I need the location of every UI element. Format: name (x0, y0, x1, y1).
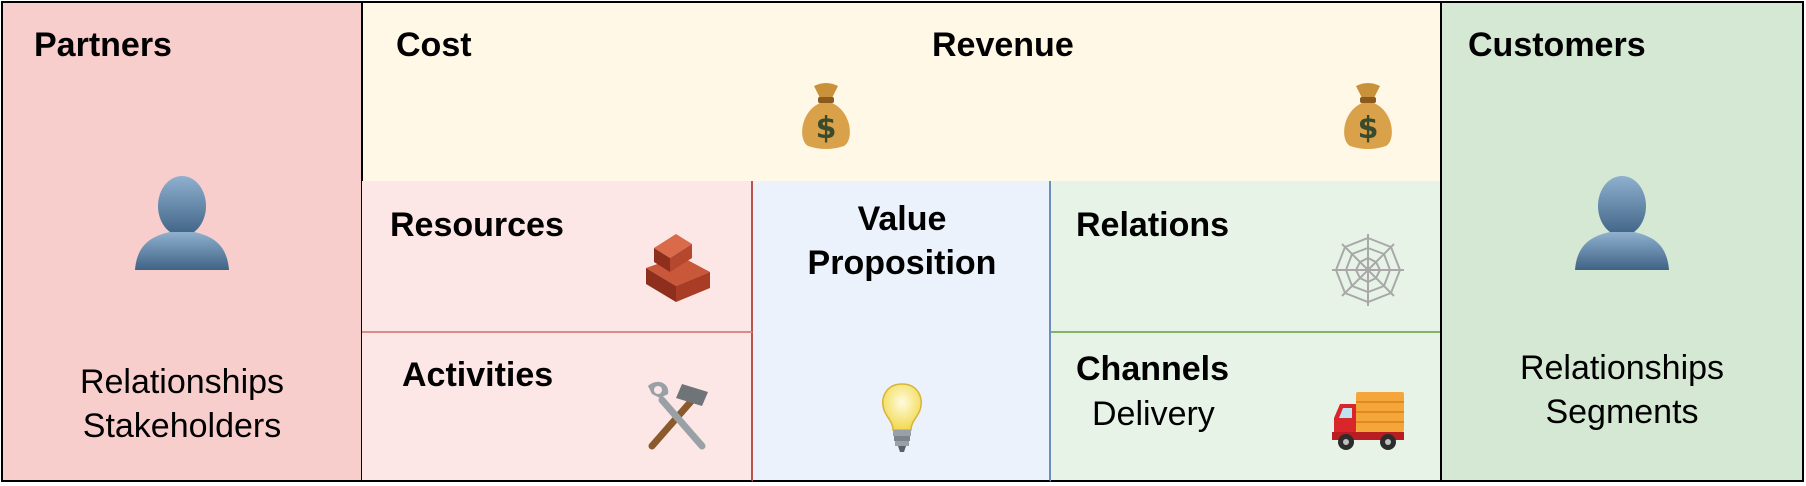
customers-line-2: Segments (1545, 393, 1699, 431)
delivery-truck-icon (1332, 392, 1404, 450)
activities-title: Activities (402, 356, 554, 394)
value-proposition-title-line-1: Value (857, 200, 947, 238)
svg-text:$: $ (1358, 111, 1379, 146)
person-icon (1575, 176, 1669, 270)
money-bag-icon: $ (802, 83, 850, 149)
person-icon (135, 176, 229, 270)
hammer-wrench-icon (648, 381, 708, 450)
channels-title: Channels (1076, 350, 1230, 388)
svg-text:$: $ (816, 111, 837, 146)
customers-title: Customers (1468, 26, 1646, 64)
value-proposition-title-line-2: Proposition (807, 244, 997, 282)
cost-title: Cost (396, 26, 472, 64)
cost-cell (361, 1, 903, 184)
channels-subtitle: Delivery (1092, 395, 1215, 433)
relations-cell (1051, 181, 1440, 333)
light-bulb-icon (882, 383, 922, 452)
bricks-icon (646, 234, 710, 302)
spider-web-icon (1332, 234, 1404, 306)
money-bag-icon: $ (1344, 83, 1392, 149)
partners-line-2: Stakeholders (82, 407, 282, 445)
resources-title: Resources (390, 206, 564, 244)
customers-line-1: Relationships (1519, 349, 1725, 387)
partners-title: Partners (34, 26, 172, 64)
partners-line-1: Relationships (79, 363, 285, 401)
relations-title: Relations (1076, 206, 1230, 244)
revenue-title: Revenue (932, 26, 1074, 64)
